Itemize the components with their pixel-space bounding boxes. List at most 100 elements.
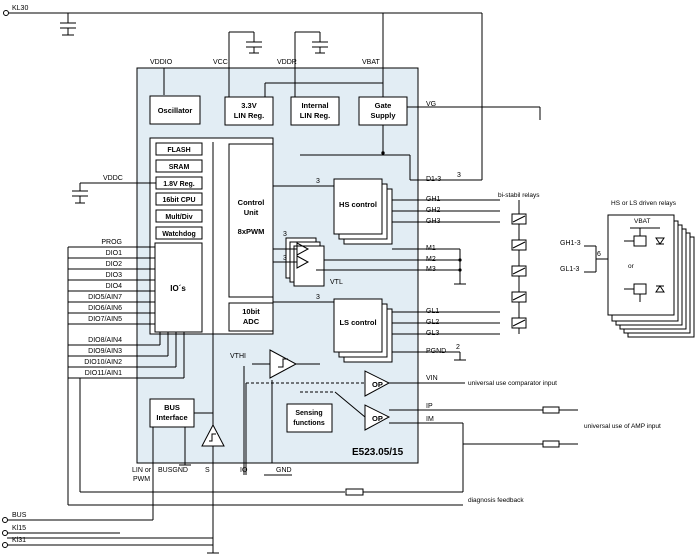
pin-gh3: GH3 bbox=[426, 218, 441, 225]
amp-input-label: universal use of AMP input bbox=[584, 423, 661, 430]
pin-dio10: DIO10/AIN2 bbox=[84, 359, 122, 366]
ls-control-label: LS control bbox=[339, 318, 376, 327]
kl30-label: KL30 bbox=[12, 5, 28, 12]
cpu-label: 16bit CPU bbox=[162, 197, 195, 204]
bus-width-d13: 3 bbox=[457, 172, 461, 179]
pin-dio4: DIO4 bbox=[106, 283, 122, 290]
input-resistors bbox=[542, 406, 578, 448]
bus-width-pwm-1: 3 bbox=[283, 231, 287, 238]
ios-block bbox=[154, 242, 203, 333]
diagnosis-feedback-label: diagnosis feedback bbox=[468, 497, 524, 504]
reg-18-label: 1.8V Reg. bbox=[163, 181, 195, 188]
part-number: E523.05/15 bbox=[352, 447, 404, 458]
driven-relays-gh: GH1-3 bbox=[560, 240, 581, 247]
top-pin-wires bbox=[163, 13, 384, 97]
pin-prog: PROG bbox=[101, 239, 122, 246]
pin-lin-pwm-1: LIN or bbox=[132, 467, 152, 474]
op-amp-2-label: OP bbox=[372, 414, 383, 423]
control-unit-line1: Control bbox=[238, 198, 265, 207]
sensing-line1: Sensing bbox=[295, 410, 322, 417]
ios-label: IO´s bbox=[170, 284, 186, 293]
op-amp-1 bbox=[364, 370, 391, 397]
bus-interface-wires bbox=[7, 412, 225, 554]
pin-vddr: VDDR bbox=[277, 59, 297, 66]
comparator-input-label: universal use comparator input bbox=[468, 380, 557, 387]
pin-m1: M1 bbox=[426, 245, 436, 252]
bus-width-pwm-2: 3 bbox=[283, 255, 287, 262]
pin-dio5: DIO5/AIN7 bbox=[88, 294, 122, 301]
sram-label: SRAM bbox=[169, 164, 190, 171]
bistable-relays-label: bi-stabil relays bbox=[498, 192, 540, 199]
vg-wire bbox=[381, 106, 541, 155]
gate-supply-line1: Gate bbox=[375, 101, 392, 110]
bus-width-ls: 3 bbox=[316, 294, 320, 301]
pin-lin-pwm-2: PWM bbox=[133, 476, 150, 483]
sensing-block bbox=[286, 403, 333, 433]
pin-im: IM bbox=[426, 416, 434, 423]
kl31-terminal bbox=[2, 542, 8, 548]
lin-reg-33-line2: LIN Reg. bbox=[234, 111, 264, 120]
flash-block bbox=[155, 142, 203, 156]
flash-label: FLASH bbox=[167, 147, 190, 154]
control-unit-line2: Unit bbox=[244, 208, 259, 217]
bus-width-pgnd: 2 bbox=[456, 344, 460, 351]
kl15-terminal bbox=[2, 530, 8, 536]
bus-width-hs: 3 bbox=[316, 178, 320, 185]
internal-lin-reg-block bbox=[290, 96, 340, 126]
adc-line2: ADC bbox=[243, 317, 260, 326]
kl30-line bbox=[3, 10, 483, 180]
bottom-wires bbox=[67, 366, 463, 506]
pin-dio1: DIO1 bbox=[106, 250, 122, 257]
gate-supply-block bbox=[358, 96, 408, 126]
bus-interface-line2: Interface bbox=[156, 413, 187, 422]
vddc-wire bbox=[72, 182, 156, 204]
driven-relays-inputs bbox=[584, 245, 608, 273]
label-vthi: VTHI bbox=[230, 353, 246, 360]
pin-vcc: VCC bbox=[213, 59, 228, 66]
pwm-label: 8xPWM bbox=[238, 227, 265, 236]
pin-gh1: GH1 bbox=[426, 196, 441, 203]
pin-gl1: GL1 bbox=[426, 308, 439, 315]
pin-dio3: DIO3 bbox=[106, 272, 122, 279]
bus-width-relays: 6 bbox=[597, 251, 601, 258]
bus-interface-line1: BUS bbox=[164, 403, 180, 412]
lin-reg-33-line1: 3.3V bbox=[241, 101, 256, 110]
driven-relays-gl: GL1-3 bbox=[560, 266, 580, 273]
pin-gh2: GH2 bbox=[426, 207, 441, 214]
pin-ip: IP bbox=[426, 403, 433, 410]
pin-dio2: DIO2 bbox=[106, 261, 122, 268]
internal-lin-reg-line2: LIN Reg. bbox=[300, 111, 330, 120]
sram-block bbox=[155, 159, 203, 173]
feedback-resistor bbox=[345, 488, 364, 496]
hs-control-label: HS control bbox=[339, 200, 377, 209]
cpu-block bbox=[155, 192, 203, 206]
vthi-comparator bbox=[252, 349, 320, 379]
hs-control-stack bbox=[333, 178, 393, 245]
adc-block bbox=[228, 302, 274, 332]
op-amp-2 bbox=[364, 404, 391, 431]
lin-reg-33-block bbox=[224, 96, 274, 126]
control-unit-block bbox=[228, 143, 274, 298]
op-amp-1-label: OP bbox=[372, 380, 383, 389]
gate-supply-line2: Supply bbox=[370, 111, 396, 120]
pin-dio11: DIO11/AIN1 bbox=[85, 370, 122, 377]
internal-lin-reg-line1: Internal bbox=[301, 101, 328, 110]
control-bus-wires bbox=[273, 154, 500, 361]
driven-relays-or: or bbox=[628, 263, 635, 270]
pin-gnd: GND bbox=[276, 467, 292, 474]
oscillator-block bbox=[149, 95, 201, 125]
driven-relays-stack bbox=[607, 214, 695, 338]
bus-terminal bbox=[2, 517, 8, 523]
pin-vg: VG bbox=[426, 101, 436, 108]
pin-s: S bbox=[205, 467, 210, 474]
driven-relays-title: HS or LS driven relays bbox=[611, 200, 677, 207]
oscillator-label: Oscillator bbox=[158, 106, 193, 115]
multdiv-label: Mult/Div bbox=[165, 214, 192, 221]
watchdog-label: Watchdog bbox=[162, 231, 196, 238]
pin-vin: VIN bbox=[426, 375, 438, 382]
pin-m3: M3 bbox=[426, 266, 436, 273]
driven-relays-vbat: VBAT bbox=[634, 218, 651, 225]
pin-dio7: DIO7/AIN5 bbox=[88, 316, 122, 323]
